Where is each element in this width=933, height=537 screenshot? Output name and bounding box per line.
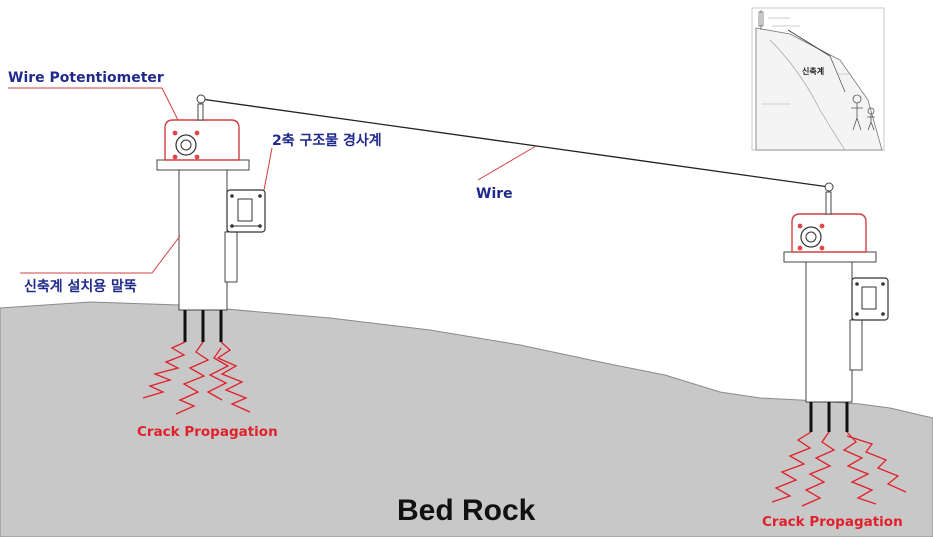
right-connector	[800, 226, 822, 248]
right-housing	[791, 213, 867, 253]
label-bed-rock: Bed Rock	[397, 494, 536, 527]
leader-stake	[20, 235, 181, 274]
left-housing	[164, 119, 240, 161]
left-cracks	[142, 341, 251, 415]
left-stake-assembly	[156, 94, 266, 342]
left-pulley-stem	[197, 103, 204, 121]
right-pulley	[824, 182, 834, 192]
left-crack-1	[142, 341, 186, 399]
inset-figures	[851, 94, 875, 131]
left-crack-2	[175, 341, 210, 415]
left-housing-base	[156, 159, 250, 171]
right-tiltmeter	[851, 277, 889, 321]
leader-wire	[477, 145, 537, 181]
right-stake-post	[805, 261, 853, 403]
right-stake-assembly	[783, 182, 889, 432]
inset-slope	[755, 27, 883, 151]
label-wire-potentiometer: Wire Potentiometer	[8, 70, 164, 86]
left-connector	[175, 134, 197, 156]
right-housing-base	[783, 251, 877, 263]
right-pulley-stem	[825, 191, 832, 215]
leader-wire-potentiometer	[8, 87, 179, 121]
label-crack-right: Crack Propagation	[762, 514, 903, 530]
leader-tiltmeter	[263, 147, 273, 191]
right-cracks	[771, 431, 907, 507]
label-crack-left: Crack Propagation	[137, 424, 278, 440]
bed-rock-ground	[0, 301, 933, 537]
right-tilt-bracket	[849, 319, 863, 371]
wire-line	[200, 98, 830, 188]
left-crack-4	[206, 347, 230, 401]
left-tilt-bracket	[224, 231, 238, 283]
right-crack-3	[842, 431, 877, 505]
label-stake: 신축계 설치용 말뚝	[24, 279, 137, 295]
left-crack-3	[216, 341, 251, 413]
left-stake-post	[178, 169, 228, 311]
inset-thumbnail	[751, 7, 885, 151]
right-crack-2	[801, 431, 836, 507]
label-tiltmeter: 2축 구조물 경사계	[272, 133, 382, 149]
right-crack-1	[771, 431, 812, 503]
label-inset-main: 신축계	[802, 67, 825, 76]
leader-lines	[8, 87, 537, 274]
left-tiltmeter	[226, 189, 266, 233]
label-wire: Wire	[476, 186, 513, 202]
right-crack-4	[846, 435, 907, 493]
left-pulley	[196, 94, 206, 104]
